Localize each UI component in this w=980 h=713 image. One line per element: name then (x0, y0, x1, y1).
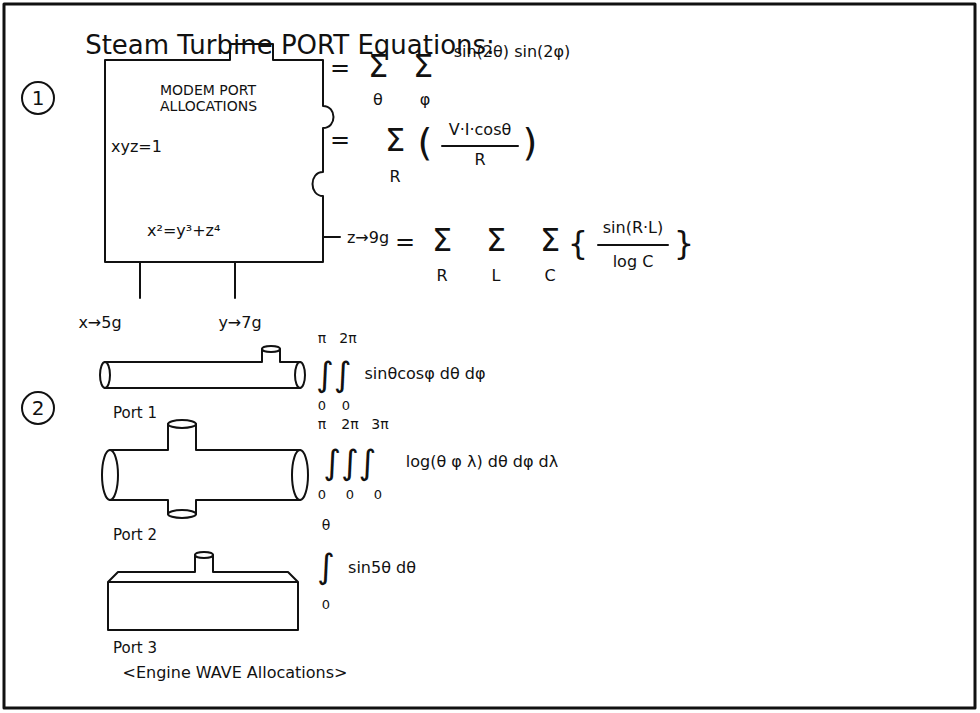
summation-index: R (436, 268, 447, 284)
diagram-title: Steam Turbine PORT Equations: (85, 32, 495, 58)
port-pipe (102, 420, 308, 518)
summation-index: L (492, 268, 501, 284)
callout-number: 1 (32, 88, 45, 108)
equation-text: x²=y³+z⁴ (147, 222, 220, 240)
equals-sign: = (395, 230, 415, 254)
port-name: Port 1 (113, 406, 157, 421)
integral-sign: ∫ (317, 549, 335, 583)
equals-sign: = (330, 56, 350, 80)
port-name: Port 3 (113, 641, 157, 656)
equals-sign: = (330, 128, 350, 152)
fraction-numerator: sin(R·L) (603, 220, 664, 236)
integral-limit: 0 (374, 488, 382, 501)
integrand: sin5θ dθ (348, 560, 416, 576)
port-duct (108, 552, 298, 630)
bracket: ( (418, 123, 433, 161)
integral-limit: 3π (371, 417, 388, 431)
integral-limit: 0 (342, 399, 350, 412)
summation-index: C (544, 268, 555, 284)
integrand: sinθcosφ dθ dφ (364, 366, 485, 382)
integrand: log(θ φ λ) dθ dφ dλ (406, 454, 558, 470)
pin-label: x→5g (78, 315, 121, 331)
picture-frame (4, 4, 975, 708)
bracket: { (568, 227, 588, 259)
summation-sign: Σ (540, 224, 560, 256)
equation-text: xyz=1 (111, 138, 162, 156)
fraction-numerator: V·I·cosθ (449, 122, 512, 138)
integral-limit: θ (322, 518, 331, 532)
fraction-denominator: log C (613, 254, 654, 270)
integral-limit: 2π (341, 417, 358, 431)
port-pipe (100, 346, 305, 388)
fraction-bar (442, 145, 518, 147)
integral-limit: π (318, 417, 326, 431)
bracket: } (674, 227, 694, 259)
summation-index: φ (420, 92, 431, 108)
section-caption: <Engine WAVE Allocations> (123, 665, 348, 681)
box-border (105, 44, 334, 262)
summation-sign: Σ (432, 224, 452, 256)
summation-sign: Σ (385, 124, 405, 156)
summation-index: θ (373, 92, 383, 108)
lead-wire (140, 237, 340, 298)
summation-index: R (389, 169, 400, 185)
integral-limit: 0 (318, 399, 326, 412)
summation-sign: Σ (368, 50, 388, 82)
puzzle-box: MODEM PORT ALLOCATIONS xyz=1 x²=y³+z⁴ (105, 60, 323, 262)
callout-circle (22, 82, 54, 114)
integral-limit: π (318, 331, 326, 345)
fraction-denominator: R (474, 152, 485, 168)
bracket: ) (523, 123, 538, 161)
box-heading: MODEM PORT ALLOCATIONS (160, 82, 290, 114)
integral-limit: 0 (318, 488, 326, 501)
callout-number: 2 (32, 398, 45, 418)
integral-sign: ∫∫∫ (323, 445, 376, 479)
port-name: Port 2 (113, 528, 157, 543)
integral-sign: ∫∫ (316, 357, 351, 391)
integral-limit: 0 (322, 598, 330, 611)
callout-circle (22, 392, 54, 424)
fraction-bar (598, 244, 668, 246)
integral-limit: 2π (339, 331, 356, 345)
summation-sign: Σ (413, 50, 433, 82)
equation-term: sin(2θ) sin(2φ) (454, 44, 571, 60)
summation-sign: Σ (486, 224, 506, 256)
pin-label: y→7g (218, 315, 261, 331)
integral-limit: 0 (346, 488, 354, 501)
pin-label: z→9g (347, 230, 389, 246)
